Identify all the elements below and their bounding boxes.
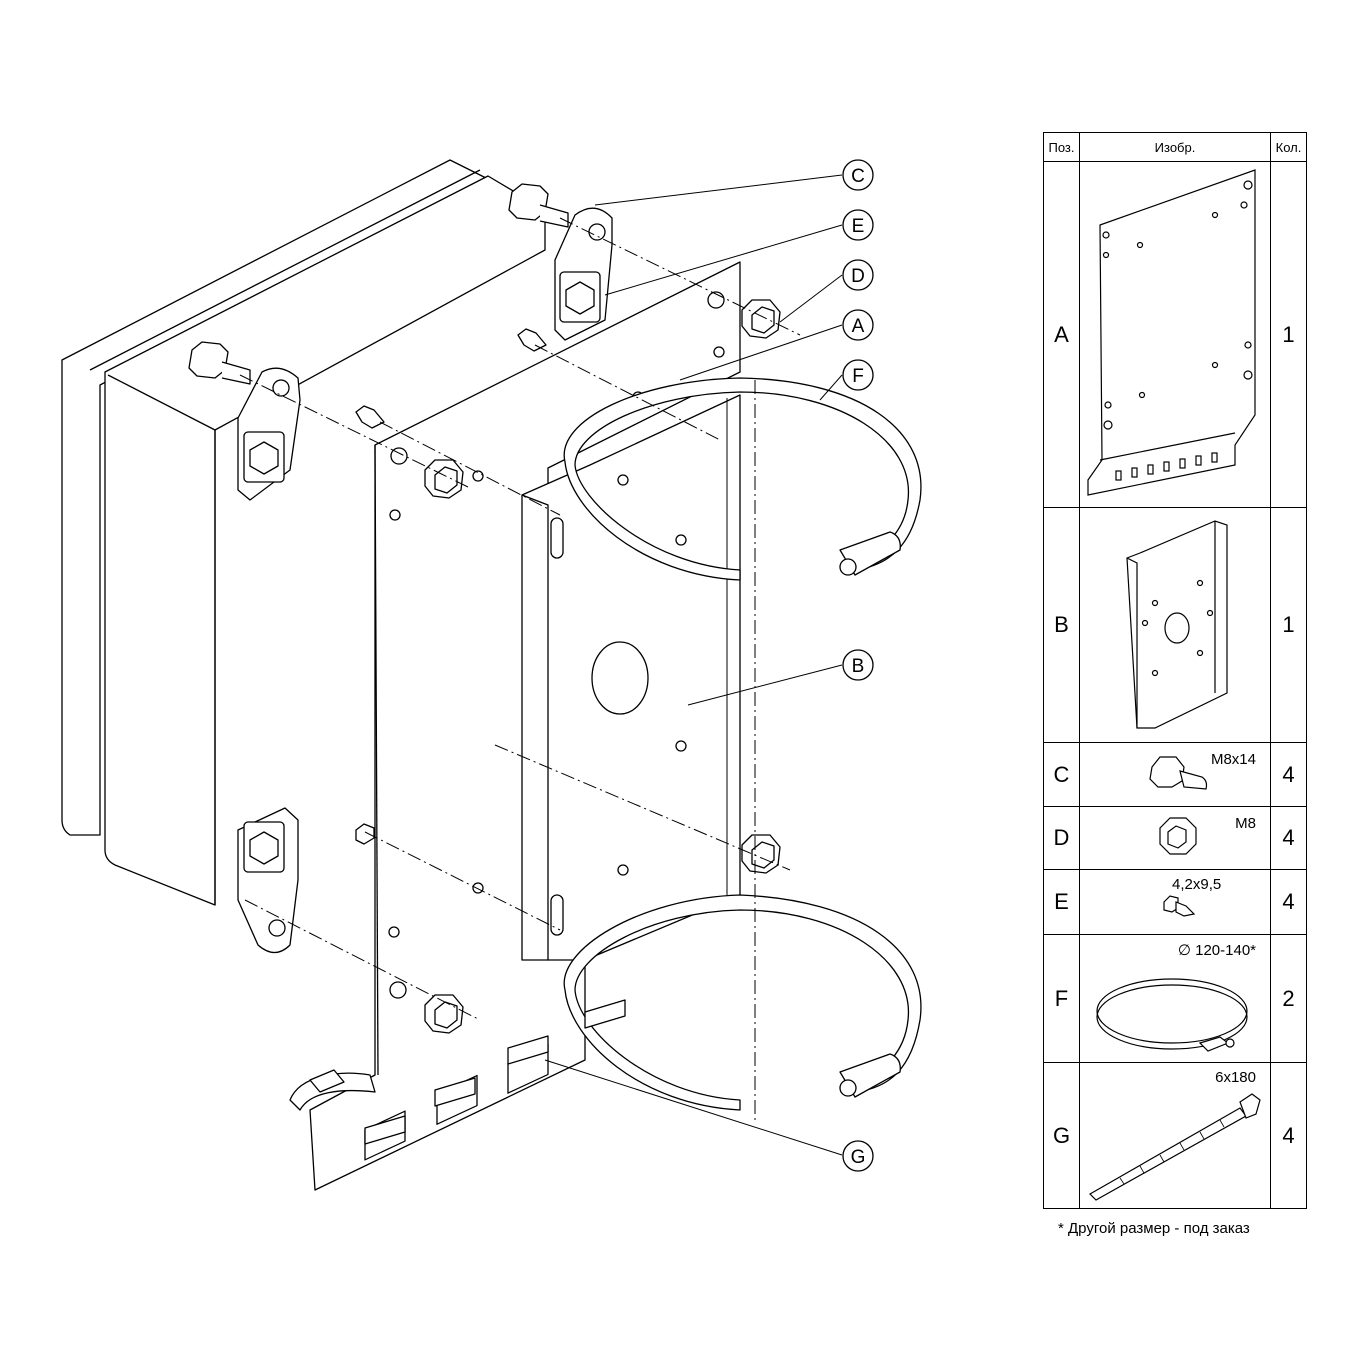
- row-d-image: M8: [1079, 806, 1271, 870]
- plate-a-icon: [1087, 168, 1256, 496]
- row-f-pos: F: [1043, 934, 1080, 1063]
- row-g-pos: G: [1043, 1062, 1080, 1209]
- cable-tie-g-3: [434, 1077, 476, 1107]
- svg-text:C: C: [851, 166, 865, 187]
- row-f-qty: 2: [1270, 934, 1307, 1063]
- callout-d: D: [842, 259, 874, 291]
- row-d-qty: 4: [1270, 806, 1307, 870]
- table-row-g: G 6x180 4: [1043, 1062, 1307, 1209]
- clamp-f-bottom: [563, 894, 922, 1111]
- row-b-qty: 1: [1270, 507, 1307, 743]
- row-b-pos: B: [1043, 507, 1080, 743]
- header-image: Изобр.: [1079, 132, 1271, 162]
- clamp-f-top: [563, 377, 922, 581]
- row-g-image: 6x180: [1079, 1062, 1271, 1209]
- row-e-spec: 4,2x9,5: [1172, 876, 1222, 893]
- screw-e-top: [517, 328, 547, 352]
- row-a-pos: A: [1043, 161, 1080, 508]
- bracket-b-icon: [1126, 519, 1228, 729]
- table-row-d: D M8 4: [1043, 806, 1307, 870]
- table-row-a: A: [1043, 161, 1307, 508]
- parts-table-header: Поз. Изобр. Кол.: [1043, 132, 1307, 162]
- row-e-pos: E: [1043, 869, 1080, 935]
- svg-text:A: A: [852, 316, 865, 337]
- bolt-c-icon: [1149, 755, 1208, 790]
- screw-e-icon: [1163, 895, 1196, 917]
- screw-e-left: [355, 405, 385, 429]
- callout-e: E: [842, 209, 874, 241]
- row-e-image: 4,2x9,5: [1079, 869, 1271, 935]
- row-c-image: M8x14: [1079, 742, 1271, 807]
- table-row-b: B 1: [1043, 507, 1307, 743]
- callout-b: B: [842, 649, 874, 681]
- row-a-image: [1079, 161, 1271, 508]
- svg-text:B: B: [852, 656, 865, 677]
- table-row-f: F ∅ 120-140* 2: [1043, 934, 1307, 1063]
- parts-table: Поз. Изобр. Кол. A: [1043, 132, 1307, 1209]
- screw-e-bottom: [355, 823, 375, 845]
- row-c-pos: C: [1043, 742, 1080, 807]
- row-f-spec: ∅ 120-140*: [1177, 942, 1256, 959]
- row-e-qty: 4: [1270, 869, 1307, 935]
- row-c-spec: M8x14: [1210, 751, 1256, 768]
- table-row-c: C M8x14 4: [1043, 742, 1307, 807]
- footnote: * Другой размер - под заказ: [1058, 1220, 1250, 1237]
- cable-tie-g-4: [507, 1035, 549, 1065]
- assembly-drawing: C E D A F B G: [61, 159, 922, 1191]
- callout-f: F: [842, 359, 874, 391]
- svg-text:D: D: [851, 266, 865, 287]
- svg-text:G: G: [851, 1147, 866, 1168]
- row-b-image: [1079, 507, 1271, 743]
- header-pos: Поз.: [1043, 132, 1080, 162]
- nut-d-icon: [1159, 817, 1197, 855]
- callout-a: A: [842, 309, 874, 341]
- callout-c: C: [842, 159, 874, 191]
- row-a-qty: 1: [1270, 161, 1307, 508]
- svg-text:E: E: [852, 216, 865, 237]
- row-g-spec: 6x180: [1215, 1069, 1256, 1086]
- cable-tie-g-icon: [1089, 1092, 1261, 1201]
- row-f-image: ∅ 120-140*: [1079, 934, 1271, 1063]
- row-c-qty: 4: [1270, 742, 1307, 807]
- hose-clamp-f-icon: [1096, 977, 1248, 1052]
- header-qty: Кол.: [1270, 132, 1307, 162]
- cable-tie-g-2: [364, 1115, 406, 1145]
- cable-tie-g-5: [584, 999, 626, 1029]
- callout-g: G: [842, 1140, 874, 1172]
- row-g-qty: 4: [1270, 1062, 1307, 1209]
- table-row-e: E 4,2x9,5 4: [1043, 869, 1307, 935]
- row-d-pos: D: [1043, 806, 1080, 870]
- row-d-spec: M8: [1235, 815, 1256, 832]
- svg-text:F: F: [852, 366, 864, 387]
